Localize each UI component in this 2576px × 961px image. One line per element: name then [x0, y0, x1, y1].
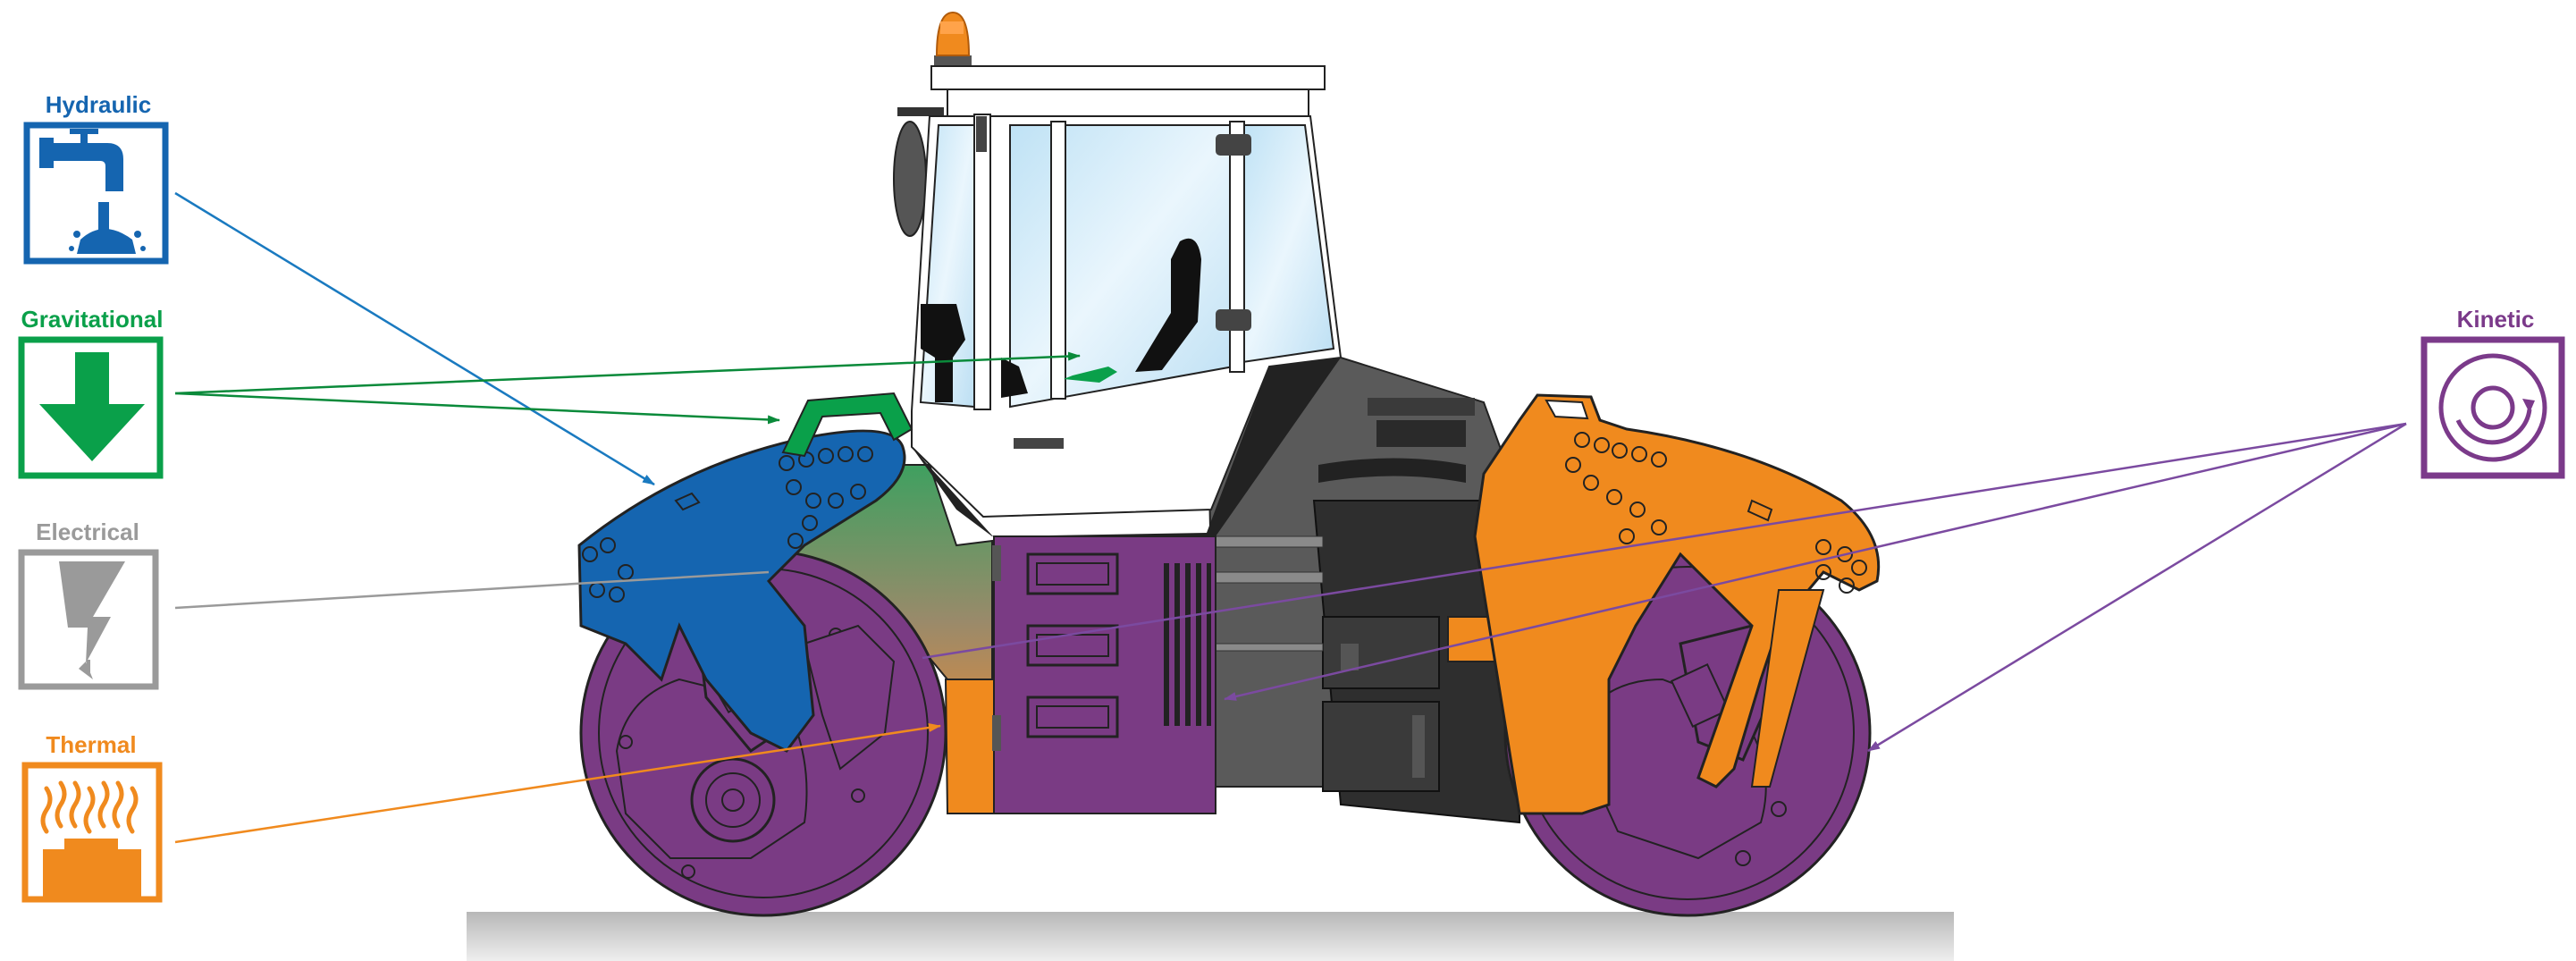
lightning-bolt-icon [21, 552, 156, 687]
water-tap-icon [27, 125, 165, 261]
down-arrow-icon [21, 340, 160, 476]
rotating-drum-icon [2424, 340, 2562, 476]
heat-waves-icon [25, 765, 159, 899]
ground-strip [467, 912, 1954, 961]
